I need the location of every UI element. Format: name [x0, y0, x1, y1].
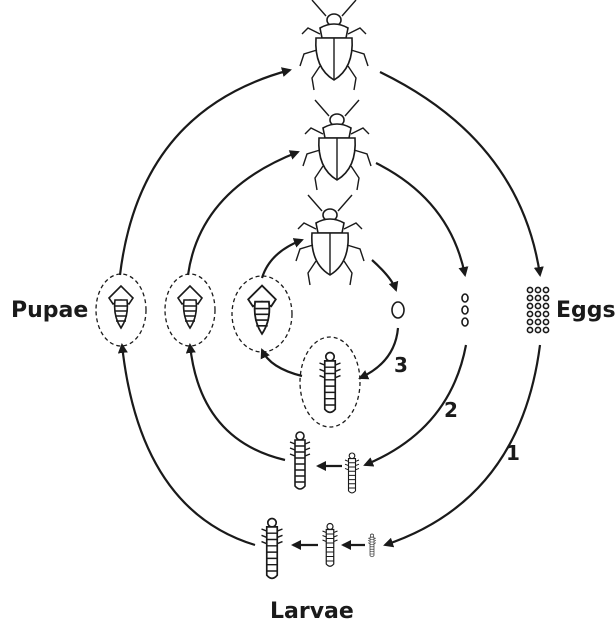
larva-icon	[323, 524, 338, 567]
pupae-label: Pupae	[11, 298, 88, 323]
larvae-label: Larvae	[270, 599, 354, 624]
larva-icon	[290, 432, 310, 489]
egg-group-middle	[462, 294, 468, 326]
arrow-beetle-to-eggs-outer	[380, 72, 540, 275]
beetle-icon	[296, 195, 364, 285]
pupa-middle	[165, 274, 215, 346]
pupa-inner	[232, 276, 292, 352]
cycle-number-3: 3	[394, 353, 408, 377]
eggs-label: Eggs	[556, 298, 615, 323]
egg-group-outer	[527, 287, 548, 332]
arrow-larvae-to-pupae-outer	[122, 345, 255, 545]
arrow-pupae-to-beetle-middle	[188, 152, 298, 275]
larva-icon	[320, 353, 341, 413]
arrow-beetle-to-eggs-middle	[376, 163, 465, 275]
pupa-outer	[96, 274, 146, 346]
larva-inner	[300, 337, 360, 427]
larva-icon	[368, 534, 376, 557]
egg-single-inner	[392, 302, 404, 318]
pupa-icon	[109, 286, 133, 328]
arrow-pupae-to-beetle-outer	[120, 70, 290, 275]
pupa-icon	[178, 286, 202, 328]
beetle-icon	[303, 100, 371, 190]
cycle-number-2: 2	[444, 398, 458, 422]
larva-icon	[262, 519, 283, 579]
arrow-beetle-to-egg-inner	[372, 260, 396, 290]
pupa-icon	[248, 286, 276, 334]
beetle-icon	[300, 0, 368, 90]
arrow-egg-to-larva-inner	[360, 328, 398, 378]
arrow-larva-to-pupa-inner	[262, 350, 302, 376]
larva-icon	[345, 453, 359, 493]
cycle-number-1: 1	[506, 441, 520, 465]
